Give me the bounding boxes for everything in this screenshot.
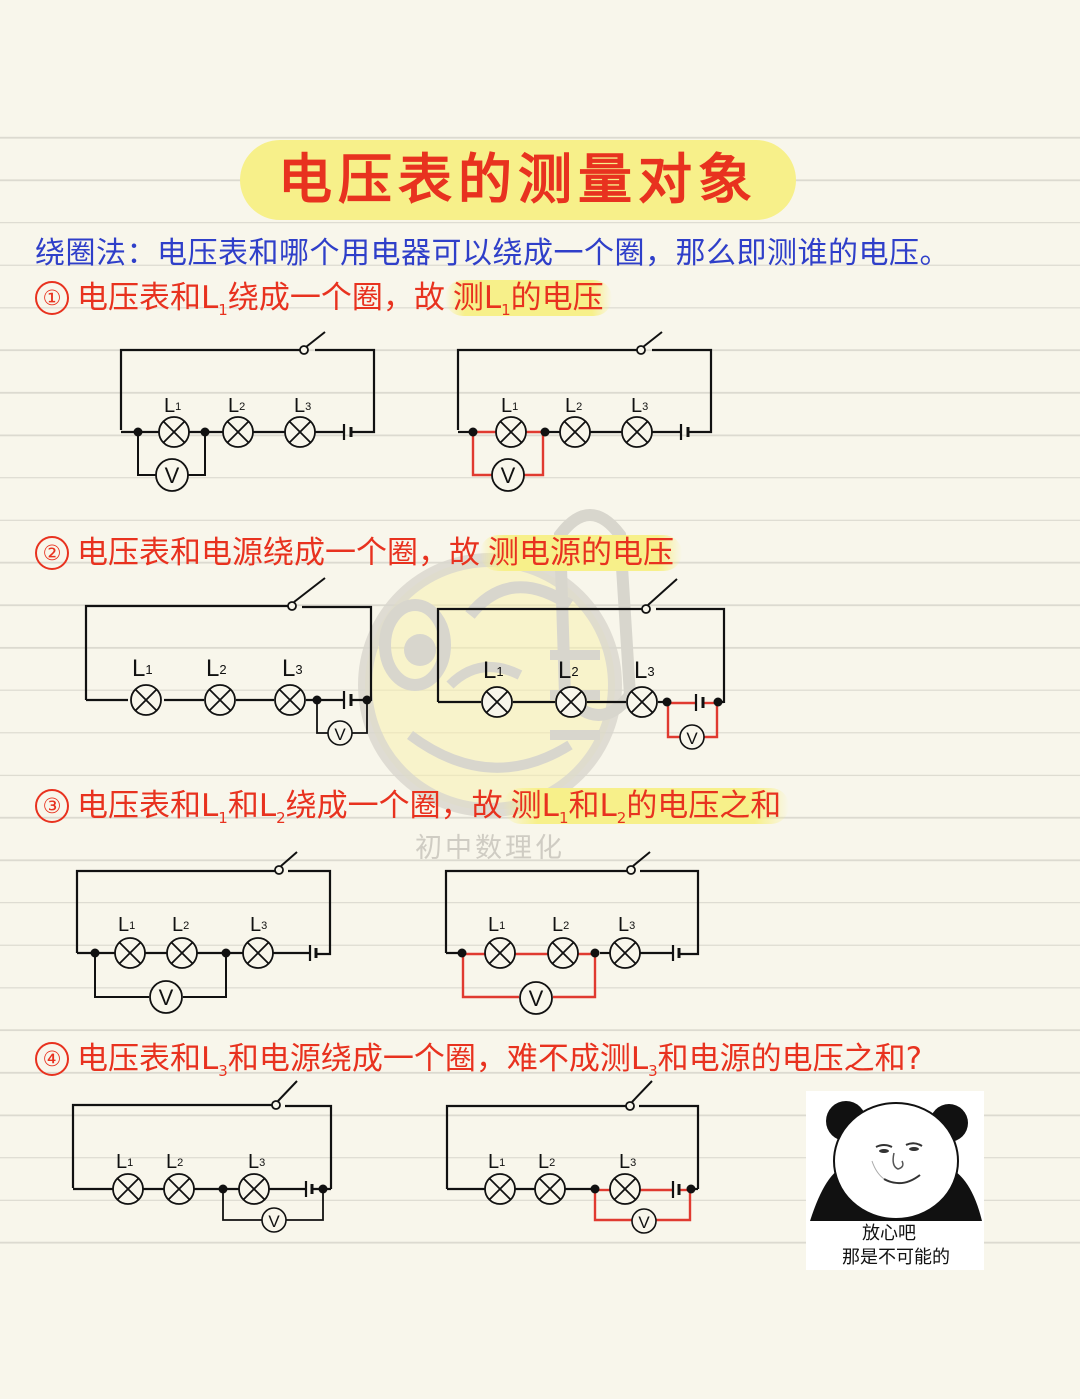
highlighted-conclusion: 测电源的电压 — [480, 535, 682, 571]
svg-text:V: V — [165, 463, 180, 488]
svg-text:L3: L3 — [250, 914, 267, 936]
section-number: ② — [35, 536, 69, 570]
subscript: 2 — [276, 809, 286, 828]
page-title: 电压表的测量对象 — [278, 148, 758, 211]
svg-text:V: V — [686, 729, 698, 748]
svg-text:L2: L2 — [228, 395, 245, 417]
circuit-diagram-4b: L1 L2 L3 V — [445, 1080, 700, 1234]
circuit-diagram-2a: L1 L2 L3 V — [84, 577, 373, 746]
svg-text:V: V — [529, 986, 544, 1011]
highlight-text: 和L — [568, 788, 617, 824]
svg-text:L1: L1 — [488, 1151, 505, 1173]
svg-text:V: V — [268, 1212, 280, 1231]
svg-text:L3: L3 — [618, 914, 635, 936]
circuit-diagram-4a: L1 L2 L3 V — [71, 1080, 333, 1233]
heading-text: 绕成一个圈，故 — [227, 280, 445, 316]
svg-text:L2: L2 — [206, 655, 227, 682]
subscript: 1 — [218, 301, 228, 320]
heading-text: 和电源绕成一个圈，难不成测L — [227, 1041, 649, 1077]
svg-text:V: V — [334, 725, 346, 744]
circuit-diagram-3a: L1 L2 L3 V — [75, 851, 332, 1014]
subscript: 2 — [616, 809, 627, 828]
svg-text:L3: L3 — [294, 395, 311, 417]
svg-text:L1: L1 — [501, 395, 518, 417]
panda-face-icon — [810, 1101, 982, 1221]
svg-text:L1: L1 — [118, 914, 135, 936]
svg-text:L3: L3 — [248, 1151, 265, 1173]
highlight-text: 的电压 — [510, 280, 604, 316]
svg-text:L1: L1 — [164, 395, 181, 417]
watermark-text: 初中数理化 — [415, 833, 565, 864]
circuit-diagram-3b: L1 L2 L3 V — [444, 851, 700, 1015]
svg-text:L3: L3 — [619, 1151, 636, 1173]
svg-text:L2: L2 — [552, 914, 569, 936]
subscript: 3 — [648, 1062, 658, 1081]
paper-bottom-margin — [0, 1283, 1080, 1399]
highlight-text: 的电压之和 — [626, 788, 782, 824]
circuit-diagram-2b: L1 L2 L3 V — [436, 578, 726, 750]
svg-text:L3: L3 — [282, 655, 303, 682]
section-number: ③ — [35, 789, 69, 823]
svg-text:L1: L1 — [116, 1151, 133, 1173]
svg-text:V: V — [638, 1213, 650, 1232]
svg-text:L3: L3 — [634, 657, 655, 684]
panda-meme-image: 放心吧 那是不可能的 — [806, 1091, 984, 1270]
highlight-text: 测L — [510, 788, 559, 824]
svg-text:L1: L1 — [483, 657, 504, 684]
heading-text: 电压表和电源绕成一个圈，故 — [77, 535, 480, 571]
subscript: 1 — [218, 809, 228, 828]
svg-text:L2: L2 — [558, 657, 579, 684]
heading-text: 和L — [227, 788, 277, 824]
paper-top-margin — [0, 0, 1080, 136]
section-number: ① — [35, 281, 69, 315]
circuit-diagram-1b: L1 L2 L3 V — [456, 331, 713, 492]
method-intro: 绕圈法：电压表和哪个用电器可以绕成一个圈，那么即测谁的电压。 — [35, 236, 950, 271]
highlight-text: 测L — [452, 280, 502, 316]
lamp-icon — [158, 416, 190, 448]
svg-text:L2: L2 — [565, 395, 582, 417]
highlighted-conclusion: 测L1和L2的电压之和 — [502, 788, 790, 828]
subscript: 3 — [218, 1062, 228, 1081]
meme-caption-line1: 放心吧 — [862, 1223, 916, 1244]
title-highlight: 电压表的测量对象 — [240, 140, 796, 220]
svg-text:V: V — [501, 463, 516, 488]
subscript: 1 — [501, 301, 511, 320]
heading-text: 电压表和L — [77, 1041, 219, 1077]
subscript: 1 — [558, 809, 569, 828]
heading-text: 绕成一个圈，故 — [285, 788, 503, 824]
svg-text:V: V — [159, 985, 174, 1010]
svg-text:L3: L3 — [631, 395, 648, 417]
heading-text: 电压表和L — [77, 788, 219, 824]
svg-text:L2: L2 — [538, 1151, 555, 1173]
svg-text:L1: L1 — [488, 914, 505, 936]
heading-text: 电压表和L — [77, 280, 219, 316]
meme-caption-line2: 那是不可能的 — [842, 1247, 950, 1268]
circuit-diagram-1a: L1 L2 L3 V — [119, 331, 376, 492]
svg-text:L2: L2 — [166, 1151, 183, 1173]
highlighted-conclusion: 测L1的电压 — [444, 280, 612, 320]
svg-text:L2: L2 — [172, 914, 189, 936]
heading-text: 和电源的电压之和? — [657, 1041, 923, 1077]
section-number: ④ — [35, 1042, 69, 1076]
svg-text:L1: L1 — [132, 655, 153, 682]
